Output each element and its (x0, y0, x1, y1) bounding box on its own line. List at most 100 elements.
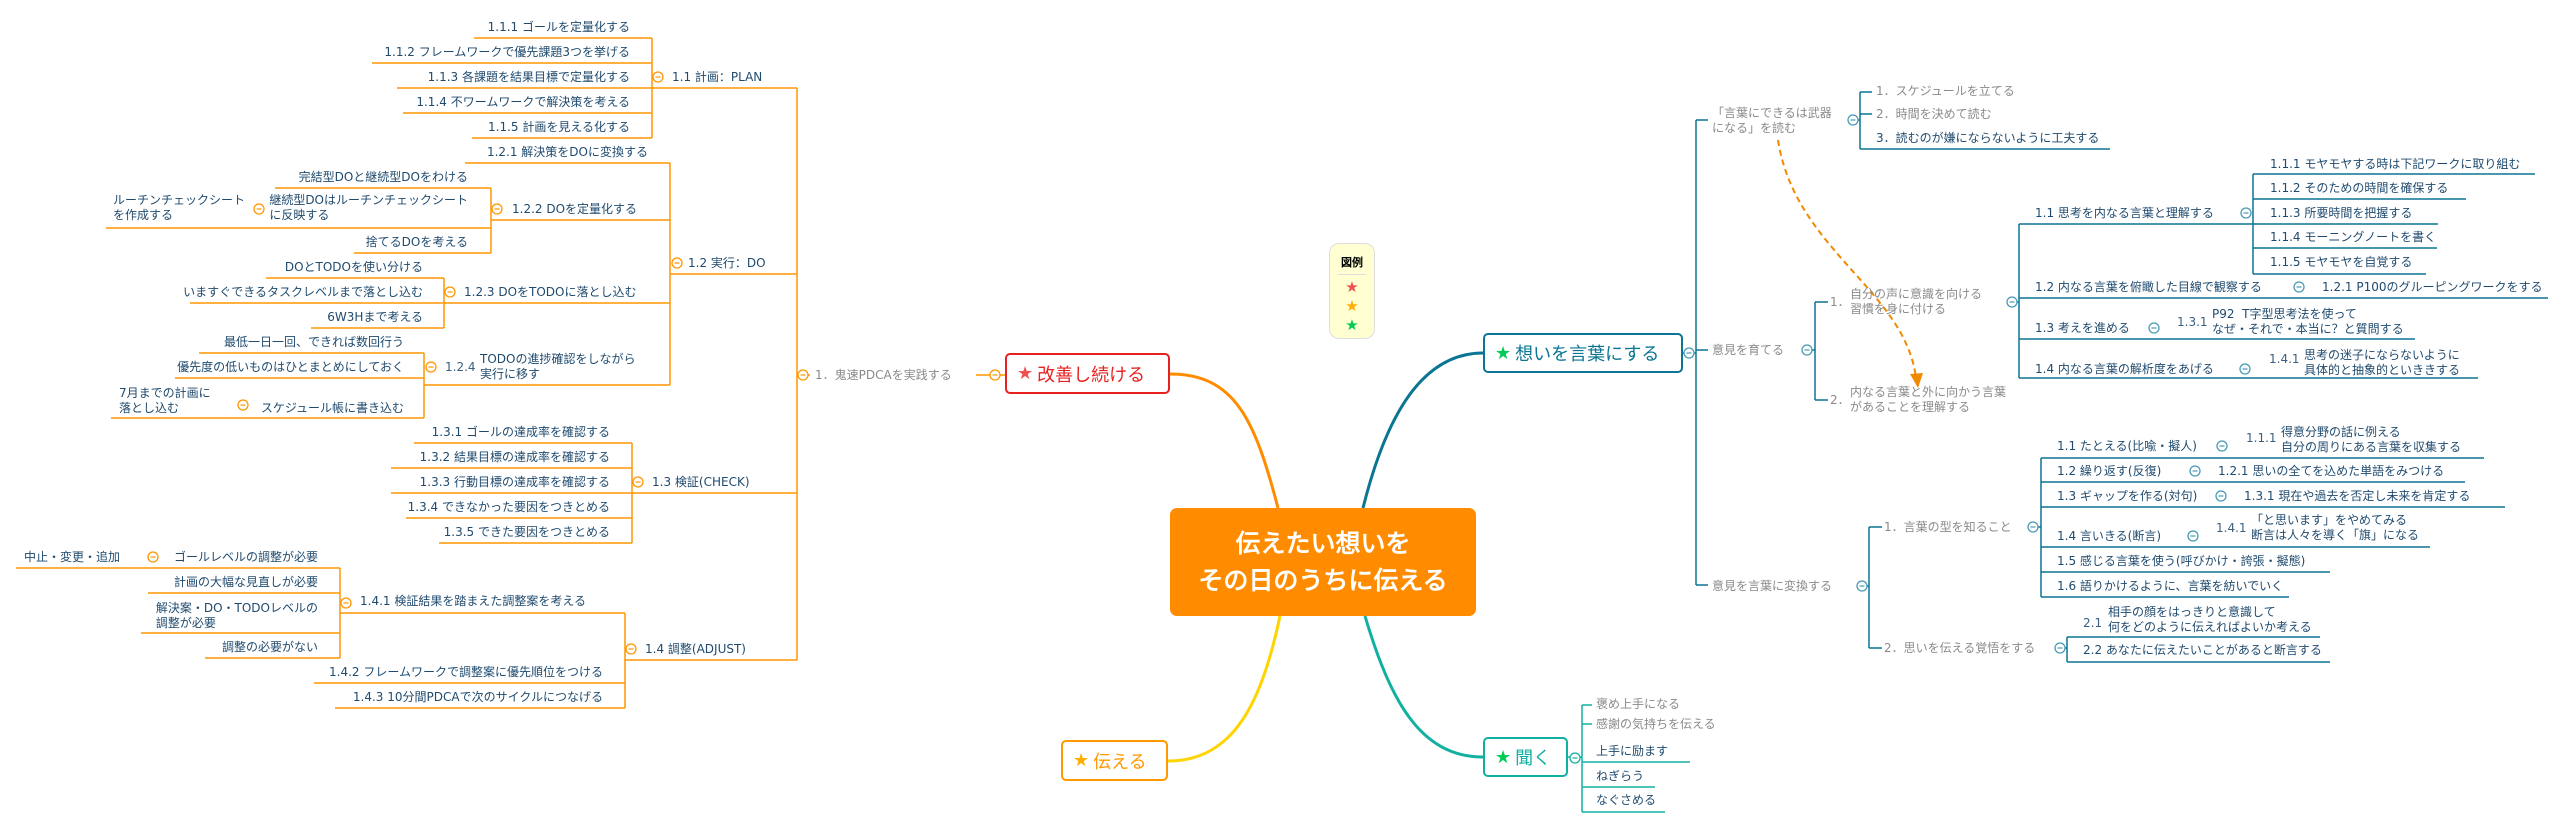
topic-plan-item[interactable]: 1.1.1 ゴールを定量化する (487, 20, 630, 34)
topic-book[interactable]: 「言葉にできるは武器 になる」を読む (1712, 106, 1832, 135)
collapse-toggle-icon[interactable] (989, 369, 1001, 381)
topic-check-item[interactable]: 1.3.3 行動目標の達成率を確認する (419, 475, 610, 489)
topic-check-item[interactable]: 1.3.1 ゴールの達成率を確認する (431, 425, 610, 439)
topic-do-item[interactable]: 1.2.1 解決策をDOに変換する (486, 145, 648, 159)
collapse-toggle-icon[interactable] (671, 257, 683, 269)
topic-henkan-subitem[interactable]: 1.6 語りかけるように、言葉を紡いでいく (2057, 579, 2284, 593)
topic-adjust-item[interactable]: 1.4.2 フレームワークで調整案に優先順位をつける (329, 665, 603, 679)
topic-leaf[interactable]: 1.1.4 モーニングノートを書く (2270, 230, 2437, 244)
topic-kiku-item[interactable]: 感謝の気持ちを伝える (1596, 717, 1716, 731)
topic-adjust-item[interactable]: 1.4.1 検証結果を踏まえた調整案を考える (360, 594, 586, 608)
topic-kiku-item[interactable]: ねぎらう (1596, 769, 1645, 783)
topic-leaf[interactable]: 1.2.1 P100のグルーピングワークをする (2322, 280, 2543, 294)
collapse-toggle-icon[interactable] (253, 203, 265, 215)
collapse-toggle-icon[interactable] (444, 286, 456, 298)
topic-sodateru-subitem[interactable]: 1.1 思考を内なる言葉と理解する (2035, 206, 2214, 220)
collapse-toggle-icon[interactable] (2006, 296, 2018, 308)
collapse-toggle-icon[interactable] (632, 476, 644, 488)
topic-plan-item[interactable]: 1.1.5 計画を見える化する (488, 120, 630, 134)
topic-henkan-subitem[interactable]: 1.4 言いきる(断言) (2057, 529, 2162, 543)
topic-henkan-subitem[interactable]: 相手の顔をはっきりと意識して 何をどのように伝えればよいか考える (2108, 605, 2312, 634)
topic-henkan-item[interactable]: 1．言葉の型を知ること (1884, 520, 2012, 534)
collapse-toggle-icon[interactable] (2293, 281, 2305, 293)
topic-henkan-subitem[interactable]: 2.2 あなたに伝えたいことがあると断言する (2083, 643, 2322, 657)
topic-do-subitem[interactable]: DOとTODOを使い分ける (284, 260, 423, 274)
topic-check-item[interactable]: 1.3.4 できなかった要因をつきとめる (407, 500, 610, 514)
topic-kaizen[interactable]: ★改善し続ける (1005, 353, 1170, 394)
topic-leaf[interactable]: 思考の迷子にならないように 具体的と抽象的といききする (2304, 348, 2461, 377)
topic-sodateru-subitem[interactable]: 1.4 内なる言葉の解析度をあげる (2035, 362, 2214, 376)
topic-leaf[interactable]: 1.1.5 モヤモヤを自覚する (2270, 255, 2413, 269)
topic-do-subsubitem[interactable]: 7月までの計画に 落とし込む (119, 386, 211, 415)
topic-leaf[interactable]: 1.2.1 思いの全てを込めた単語をみつける (2218, 464, 2445, 478)
topic-henkan-subitem[interactable]: 1.1 たとえる(比喩・擬人) (2057, 439, 2197, 453)
topic-plan-item[interactable]: 1.1.3 各課題を結果目標で定量化する (427, 70, 630, 84)
topic-do-item[interactable]: 1.2.3 DOをTODOに落とし込む (464, 285, 637, 299)
topic-do-subitem[interactable]: 完結型DOと継続型DOをわける (298, 170, 468, 184)
topic-kiku-item[interactable]: なぐさめる (1596, 793, 1657, 807)
collapse-toggle-icon[interactable] (1683, 347, 1695, 359)
collapse-toggle-icon[interactable] (1569, 752, 1581, 764)
topic-leaf[interactable]: P92 T字型思考法を使って なぜ・それで・本当に？と質問する (2212, 307, 2404, 336)
topic-do[interactable]: 1.2 実行：DO (688, 256, 766, 270)
topic-adjust-subitem[interactable]: 解決案・DO・TODOレベルの 調整が必要 (155, 601, 318, 630)
topic-sodateru[interactable]: 意見を育てる (1712, 343, 1785, 357)
topic-sodateru-item[interactable]: 自分の声に意識を向ける 習慣を身に付ける (1850, 287, 1983, 316)
collapse-toggle-icon[interactable] (2240, 207, 2252, 219)
collapse-toggle-icon[interactable] (652, 71, 664, 83)
topic-do-subitem[interactable]: 最低一日一回、できれば数回行う (223, 335, 404, 349)
topic-do-subsubitem[interactable]: ルーチンチェックシート を作成する (113, 193, 246, 222)
topic-leaf[interactable]: 1.3.1 現在や過去を否定し未来を肯定する (2244, 489, 2471, 503)
topic-do-subitem[interactable]: スケジュール帳に書き込む (260, 401, 404, 415)
topic-kiku[interactable]: ★聞く (1483, 737, 1568, 777)
topic-plan-item[interactable]: 1.1.4 不ワームワークで解決策を考える (416, 95, 630, 109)
topic-leaf[interactable]: 1.1.2 そのための時間を確保する (2270, 181, 2449, 195)
collapse-toggle-icon[interactable] (491, 203, 503, 215)
topic-sodateru-item[interactable]: 内なる言葉と外に向かう言葉 があることを理解する (1850, 385, 2007, 414)
topic-do-subitem[interactable]: 継続型DOはルーチンチェックシート に反映する (269, 193, 468, 222)
topic-do-subitem[interactable]: いますぐできるタスクレベルまで落とし込む (183, 285, 423, 299)
topic-adjust-item[interactable]: 1.4.3 10分間PDCAで次のサイクルにつなげる (352, 690, 603, 704)
topic-henkan-item[interactable]: 2．思いを伝える覚悟をする (1884, 641, 2036, 655)
collapse-toggle-icon[interactable] (2148, 322, 2160, 334)
topic-book-item[interactable]: 3．読むのが嫌にならないように工夫する (1876, 131, 2100, 145)
collapse-toggle-icon[interactable] (2239, 363, 2251, 375)
collapse-toggle-icon[interactable] (625, 643, 637, 655)
collapse-toggle-icon[interactable] (1847, 114, 1859, 126)
topic-plan[interactable]: 1.1 計画：PLAN (672, 70, 763, 84)
collapse-toggle-icon[interactable] (2027, 521, 2039, 533)
collapse-toggle-icon[interactable] (147, 551, 159, 563)
collapse-toggle-icon[interactable] (797, 369, 809, 381)
topic-leaf[interactable]: 「と思います」をやめてみる 断言は人々を導く「旗」になる (2251, 513, 2420, 542)
collapse-toggle-icon[interactable] (2215, 490, 2227, 502)
topic-sodateru-subitem[interactable]: 1.3 考えを進める (2035, 321, 2130, 335)
topic-kiku-item[interactable]: 上手に励ます (1596, 744, 1669, 758)
topic-henkan[interactable]: 意見を言葉に変換する (1712, 579, 1833, 593)
topic-check[interactable]: 1.3 検証(CHECK) (652, 475, 750, 489)
topic-adjust-subitem[interactable]: 計画の大幅な見直しが必要 (173, 575, 318, 589)
topic-adjust-subitem[interactable]: ゴールレベルの調整が必要 (173, 550, 318, 564)
collapse-toggle-icon[interactable] (1801, 344, 1813, 356)
topic-do-subitem[interactable]: 優先度の低いものはひとまとめにしておく (177, 360, 404, 374)
topic-do-item[interactable]: 1.2.2 DOを定量化する (512, 202, 638, 216)
topic-adjust-subitem[interactable]: 調整の必要がない (221, 640, 318, 654)
topic-leaf[interactable]: 1.1.1 モヤモヤする時は下記ワークに取り組む (2270, 157, 2521, 171)
collapse-toggle-icon[interactable] (2187, 530, 2199, 542)
topic-tsutaeru[interactable]: ★伝える (1061, 740, 1168, 781)
topic-leaf[interactable]: 得意分野の話に例える 自分の周りにある言葉を収集する (2281, 425, 2462, 454)
topic-do-item[interactable]: TODOの進捗確認をしながら 実行に移す (480, 352, 636, 381)
topic-plan-item[interactable]: 1.1.2 フレームワークで優先課題3つを挙げる (384, 45, 630, 59)
topic-henkan-subitem[interactable]: 1.3 ギャップを作る(対句) (2057, 489, 2198, 503)
topic-book-item[interactable]: 1．スケジュールを立てる (1876, 84, 2015, 98)
topic-do-subitem[interactable]: 捨てるDOを考える (365, 235, 468, 249)
topic-check-item[interactable]: 1.3.2 結果目標の達成率を確認する (419, 450, 610, 464)
collapse-toggle-icon[interactable] (340, 597, 352, 609)
topic-do-subitem[interactable]: 6W3Hまで考える (327, 310, 423, 324)
topic-henkan-subitem[interactable]: 1.5 感じる言葉を使う(呼びかけ・誇張・擬態) (2057, 554, 2306, 568)
topic-leaf[interactable]: 1.1.3 所要時間を把握する (2270, 206, 2413, 220)
topic-omoi[interactable]: ★想いを言葉にする (1483, 333, 1683, 373)
topic-adjust-subsubitem[interactable]: 中止・変更・追加 (24, 550, 121, 564)
topic-kiku-item[interactable]: 褒め上手になる (1596, 697, 1681, 711)
topic-pdca-root[interactable]: 1．鬼速PDCAを実践する (815, 368, 952, 382)
collapse-toggle-icon[interactable] (237, 399, 249, 411)
